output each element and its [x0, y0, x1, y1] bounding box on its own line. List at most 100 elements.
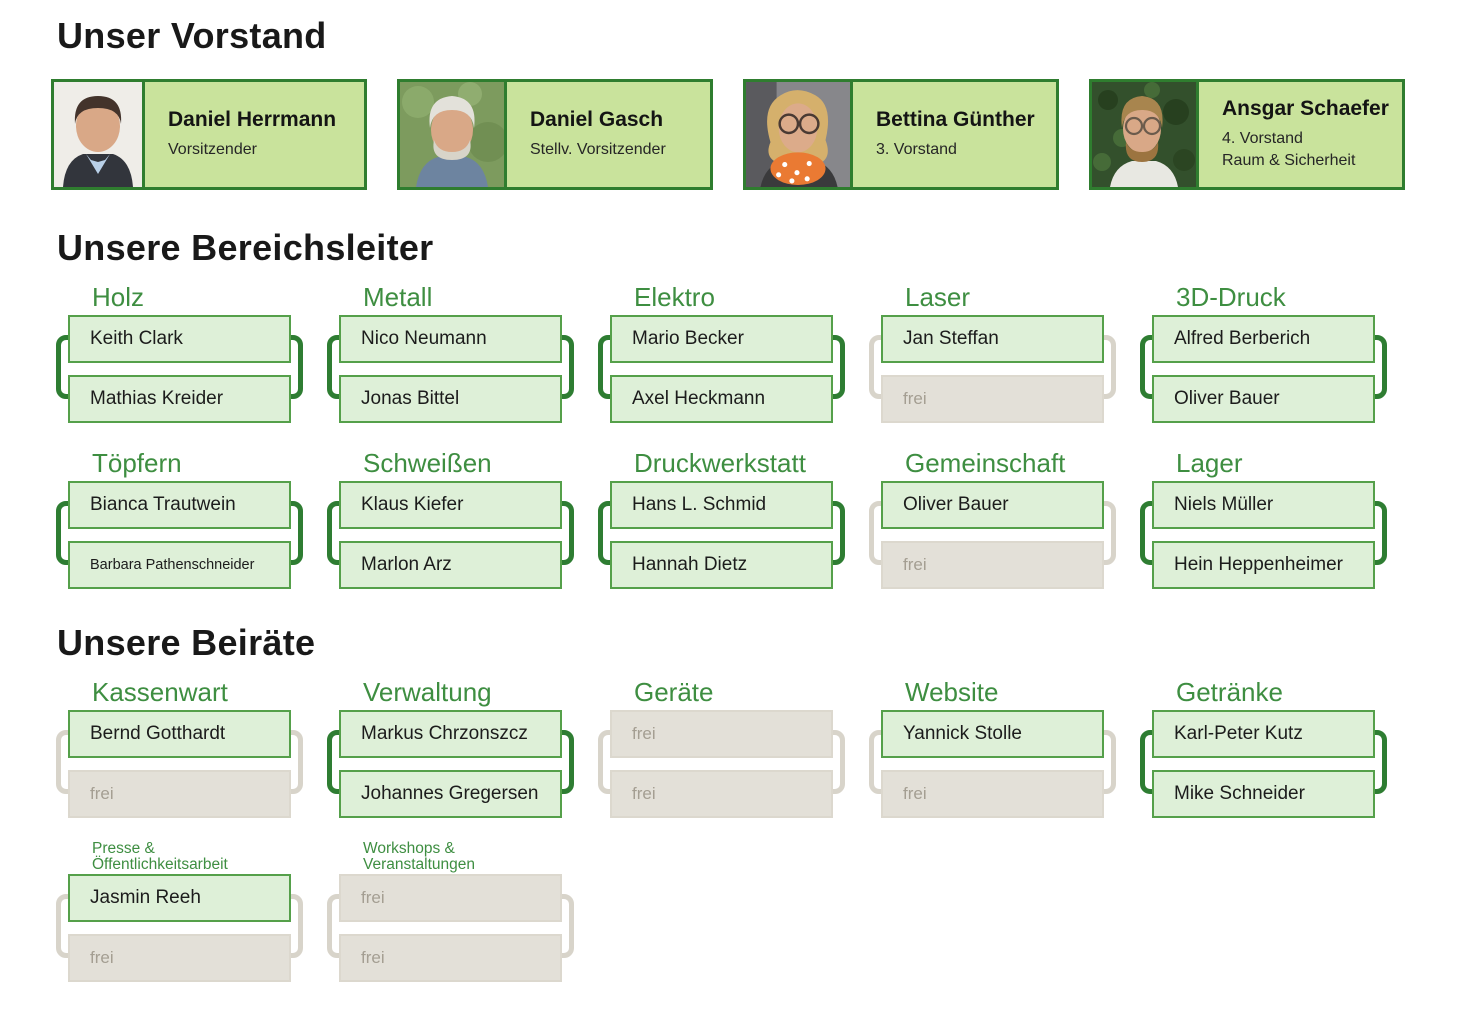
- member-slot: Alfred Berberich: [1152, 315, 1375, 363]
- member-info: Daniel Herrmann Vorsitzender: [145, 82, 364, 187]
- group-title: Laser: [905, 282, 971, 312]
- vacant-slot: frei: [610, 770, 833, 818]
- member-slot: Oliver Bauer: [1152, 375, 1375, 423]
- member-slot: Marlon Arz: [339, 541, 562, 589]
- member-slot: Karl-Peter Kutz: [1152, 710, 1375, 758]
- group-gemeinschaft: Gemeinschaft Oliver Bauer frei: [869, 448, 1116, 589]
- member-slot: Hans L. Schmid: [610, 481, 833, 529]
- vacant-slot: frei: [68, 770, 291, 818]
- group-elektro: Elektro Mario Becker Axel Heckmann: [598, 282, 845, 423]
- group-title: Töpfern: [92, 448, 182, 478]
- beiraete-groups: Kassenwart Bernd Gotthardt frei Verwaltu…: [56, 677, 1463, 982]
- section-title-bereichsleiter: Unsere Bereichsleiter: [57, 227, 434, 268]
- group-geraete: Geräte frei frei: [598, 677, 845, 818]
- group-toepfern: Töpfern Bianca Trautwein Barbara Pathens…: [56, 448, 303, 589]
- vacant-slot: frei: [881, 770, 1104, 818]
- person-photo-illustration: [1092, 82, 1196, 187]
- member-slot: Markus Chrzonszcz: [339, 710, 562, 758]
- vacant-slot: frei: [68, 934, 291, 982]
- portrait-daniel-herrmann: [54, 82, 145, 187]
- group-title: Elektro: [634, 282, 715, 312]
- group-title: Metall: [363, 282, 433, 312]
- vorstand-cards-row: Daniel Herrmann Vorsitzender D: [51, 79, 1463, 190]
- group-title: Presse & Öffentlichkeitsarbeit: [92, 841, 303, 873]
- group-title: Kassenwart: [92, 677, 228, 707]
- member-role: 3. Vorstand: [876, 140, 957, 158]
- group-3d-druck: 3D-Druck Alfred Berberich Oliver Bauer: [1140, 282, 1387, 423]
- org-chart-page: Unser Vorstand Daniel Herrmann Vorsitzen…: [51, 15, 1463, 982]
- vacant-slot: frei: [339, 934, 562, 982]
- vorstand-card-bettina-guenther: Bettina Günther 3. Vorstand: [743, 79, 1059, 190]
- member-role: Stellv. Vorsitzender: [530, 140, 666, 158]
- vacant-slot: frei: [610, 710, 833, 758]
- group-presse: Presse & Öffentlichkeitsarbeit Jasmin Re…: [56, 841, 303, 982]
- member-slot: Nico Neumann: [339, 315, 562, 363]
- group-getraenke: Getränke Karl-Peter Kutz Mike Schneider: [1140, 677, 1387, 818]
- member-name: Daniel Herrmann: [168, 107, 337, 131]
- member-slot: Oliver Bauer: [881, 481, 1104, 529]
- group-druckwerkstatt: Druckwerkstatt Hans L. Schmid Hannah Die…: [598, 448, 845, 589]
- member-name: Ansgar Schaefer: [1222, 96, 1389, 120]
- group-title: Holz: [92, 282, 145, 312]
- group-title: Website: [905, 677, 999, 707]
- member-info: Ansgar Schaefer 4. Vorstand Raum & Siche…: [1199, 82, 1402, 187]
- member-slot: Niels Müller: [1152, 481, 1375, 529]
- group-title: Schweißen: [363, 448, 492, 478]
- group-title: Workshops & Veranstaltungen: [363, 841, 574, 873]
- vacant-slot: frei: [881, 541, 1104, 589]
- group-title: 3D-Druck: [1176, 282, 1286, 312]
- member-slot: Jan Steffan: [881, 315, 1104, 363]
- vorstand-card-daniel-herrmann: Daniel Herrmann Vorsitzender: [51, 79, 367, 190]
- group-title: Lager: [1176, 448, 1243, 478]
- person-photo-illustration: [746, 82, 850, 187]
- member-slot: Johannes Gregersen: [339, 770, 562, 818]
- member-role-2: Raum & Sicherheit: [1222, 152, 1356, 169]
- member-slot: Mike Schneider: [1152, 770, 1375, 818]
- member-slot: Mathias Kreider: [68, 375, 291, 423]
- section-title-beiraete: Unsere Beiräte: [57, 622, 316, 663]
- group-metall: Metall Nico Neumann Jonas Bittel: [327, 282, 574, 423]
- member-name: Daniel Gasch: [530, 107, 664, 131]
- group-website: Website Yannick Stolle frei: [869, 677, 1116, 818]
- group-title: Geräte: [634, 677, 714, 707]
- group-title-line1: Presse &: [92, 840, 155, 857]
- member-slot: Bernd Gotthardt: [68, 710, 291, 758]
- vorstand-card-daniel-gasch: Daniel Gasch Stellv. Vorsitzender: [397, 79, 713, 190]
- person-photo-illustration: [400, 82, 504, 187]
- vacant-slot: frei: [881, 375, 1104, 423]
- member-slot: Keith Clark: [68, 315, 291, 363]
- member-slot: Hein Heppenheimer: [1152, 541, 1375, 589]
- member-info: Daniel Gasch Stellv. Vorsitzender: [507, 82, 710, 187]
- member-name: Bettina Günther: [876, 107, 1035, 131]
- member-slot: Bianca Trautwein: [68, 481, 291, 529]
- member-slot: Axel Heckmann: [610, 375, 833, 423]
- group-title-line2: Öffentlichkeitsarbeit: [92, 856, 228, 873]
- member-role: 4. Vorstand: [1222, 129, 1303, 147]
- member-slot: Yannick Stolle: [881, 710, 1104, 758]
- group-title: Getränke: [1176, 677, 1283, 707]
- group-title: Druckwerkstatt: [634, 448, 806, 478]
- member-slot: Jonas Bittel: [339, 375, 562, 423]
- group-title-line2: Veranstaltungen: [363, 856, 476, 873]
- portrait-daniel-gasch: [400, 82, 507, 187]
- person-photo-illustration: [54, 82, 142, 187]
- group-schweissen: Schweißen Klaus Kiefer Marlon Arz: [327, 448, 574, 589]
- group-laser: Laser Jan Steffan frei: [869, 282, 1116, 423]
- member-info: Bettina Günther 3. Vorstand: [853, 82, 1056, 187]
- bereichsleiter-groups: Holz Keith Clark Mathias Kreider Metall …: [56, 282, 1463, 589]
- member-slot: Mario Becker: [610, 315, 833, 363]
- member-slot: Hannah Dietz: [610, 541, 833, 589]
- group-title-line1: Workshops &: [363, 840, 455, 857]
- group-workshops: Workshops & Veranstaltungen frei frei: [327, 841, 574, 982]
- group-title: Gemeinschaft: [905, 448, 1066, 478]
- group-holz: Holz Keith Clark Mathias Kreider: [56, 282, 303, 423]
- group-lager: Lager Niels Müller Hein Heppenheimer: [1140, 448, 1387, 589]
- member-role: Vorsitzender: [168, 140, 257, 158]
- vacant-slot: frei: [339, 874, 562, 922]
- vorstand-card-ansgar-schaefer: Ansgar Schaefer 4. Vorstand Raum & Siche…: [1089, 79, 1405, 190]
- group-kassenwart: Kassenwart Bernd Gotthardt frei: [56, 677, 303, 818]
- member-slot: Klaus Kiefer: [339, 481, 562, 529]
- portrait-ansgar-schaefer: [1092, 82, 1199, 187]
- section-title-vorstand: Unser Vorstand: [57, 15, 327, 56]
- portrait-bettina-guenther: [746, 82, 853, 187]
